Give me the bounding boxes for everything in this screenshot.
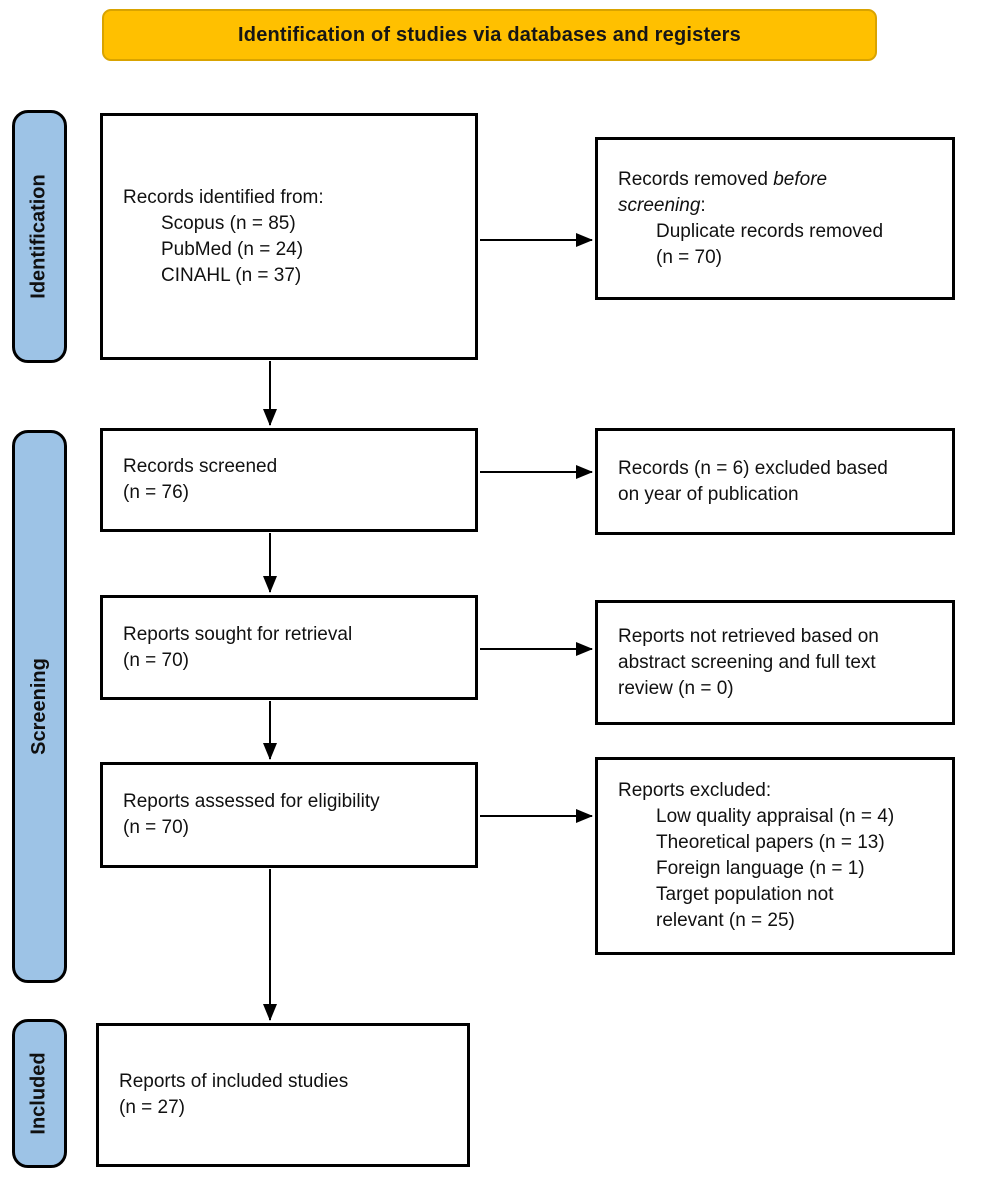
box-text-line: Low quality appraisal (n = 4) [656, 806, 895, 827]
box-text-line: Theoretical papers (n = 13) [656, 832, 885, 853]
stage-label-included: Included [12, 1019, 67, 1168]
stage-label-screening: Screening [12, 430, 67, 983]
box-text-line: Reports sought for retrieval [123, 623, 353, 645]
box-reports-assessed-for-eligibility: Reports assessed for eligibility (n = 70) [100, 762, 478, 868]
title-banner-text: Identification of studies via databases … [238, 23, 741, 46]
box-text-line: Scopus (n = 85) [161, 212, 296, 234]
box-records-removed-before-screening: Records removed before screening: Duplicat… [595, 137, 955, 300]
box-text-line: CINAHL (n = 37) [161, 264, 302, 286]
box-records-screened: Records screened (n = 76) [100, 428, 478, 532]
box-text-line: (n = 27) [119, 1097, 186, 1118]
box-text-line: Target population not [656, 884, 834, 905]
box-records-identified: Records identified from: Scopus (n = 85) P… [100, 113, 478, 360]
box-text-line: Reports of included studies [119, 1071, 349, 1092]
box-reports-sought-for-retrieval: Reports sought for retrieval (n = 70) [100, 595, 478, 700]
stage-included-text: Included [28, 1052, 51, 1135]
title-banner: Identification of studies via databases … [102, 9, 877, 61]
box-reports-not-retrieved: Reports not retrieved based on abstract s… [595, 600, 955, 725]
box-text-line: Foreign language (n = 1) [656, 858, 865, 879]
stage-screening-text: Screening [28, 658, 51, 755]
box-text-line: (n = 70) [123, 817, 190, 838]
box-text-line: (n = 70) [123, 649, 190, 671]
stage-identification-text: Identification [28, 174, 51, 299]
box-text-line: (n = 76) [123, 482, 190, 503]
box-text-line: Reports assessed for eligibility [123, 791, 380, 812]
box-reports-of-included-studies: Reports of included studies (n = 27) [96, 1023, 470, 1167]
box-text-line: Records identified from: [123, 186, 324, 208]
box-text-line: Records removed before [618, 168, 828, 190]
box-text-line: Records (n = 6) excluded based [618, 457, 888, 479]
box-text-line: Records screened [123, 456, 278, 477]
box-text-line: Reports not retrieved based on [618, 625, 879, 647]
box-reports-excluded: Reports excluded: Low quality appraisal (… [595, 757, 955, 955]
box-records-excluded: Records (n = 6) excluded based on year of… [595, 428, 955, 535]
box-text-line: screening: [618, 194, 706, 216]
box-text-line: PubMed (n = 24) [161, 238, 304, 260]
box-text-line: Reports excluded: [618, 780, 772, 801]
stage-label-identification: Identification [12, 110, 67, 363]
box-text-line: on year of publication [618, 483, 799, 505]
box-text-line: abstract screening and full text [618, 651, 876, 673]
box-text-line: review (n = 0) [618, 677, 734, 699]
box-text-line: (n = 70) [656, 246, 723, 268]
box-text-line: Duplicate records removed [656, 220, 884, 242]
box-text-line: relevant (n = 25) [656, 910, 795, 931]
